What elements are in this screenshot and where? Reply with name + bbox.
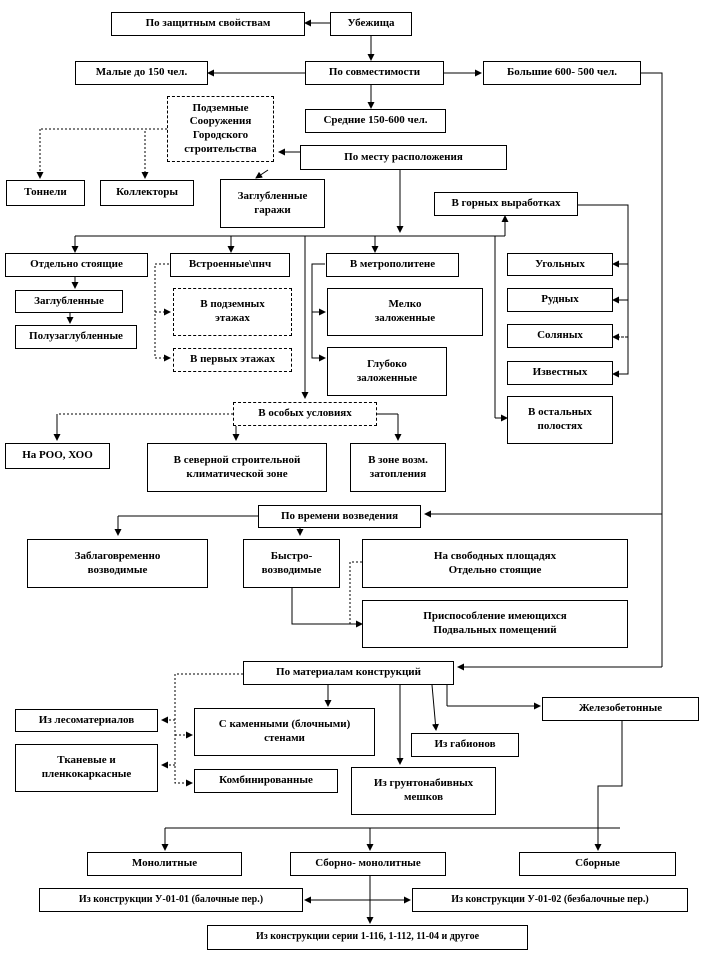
node-gabions: Из габионов (411, 733, 519, 757)
node-by-construction-time: По времени возведения (258, 505, 421, 528)
node-shelters: Убежища (330, 12, 412, 36)
node-deep: Глубоко заложенные (327, 347, 447, 396)
node-by-materials: По материалам конструкций (243, 661, 454, 685)
node-underground-floors: В подземных этажах (173, 288, 292, 336)
node-metro: В метрополитене (326, 253, 459, 277)
node-freestanding: Отдельно стоящие (5, 253, 148, 277)
node-fabric: Тканевые и пленкокаркасные (15, 744, 158, 792)
node-small: Малые до 150 чел. (75, 61, 208, 85)
node-tunnels: Тоннели (6, 180, 85, 206)
node-u-01-02: Из конструкции У-01-02 (безбалочные пер.… (412, 888, 688, 912)
node-northern-zone: В северной строительной климатической зо… (147, 443, 327, 492)
node-series: Из конструкции серии 1-116, 1-112, 11-04… (207, 925, 528, 950)
node-by-capacity: По совместимости (305, 61, 444, 85)
node-reinforced-concrete: Железобетонные (542, 697, 699, 721)
node-underground-structures: Подземные Сооружения Городского строител… (167, 96, 274, 162)
node-other-mines: В остальных полостях (507, 396, 613, 444)
node-free-areas: На свободных площадях Отдельно стоящие (362, 539, 628, 588)
node-quick: Быстро- возводимые (243, 539, 340, 588)
node-monolithic: Монолитные (87, 852, 242, 876)
node-shallow: Мелко заложенные (327, 288, 483, 336)
node-collectors: Коллекторы (100, 180, 194, 206)
node-u-01-01: Из конструкции У-01-01 (балочные пер.) (39, 888, 303, 912)
node-mines: В горных выработках (434, 192, 578, 216)
node-precast: Сборные (519, 852, 676, 876)
node-flood-zone: В зоне возм. затопления (350, 443, 446, 492)
node-by-protective-properties: По защитным свойствам (111, 12, 305, 36)
node-limestone: Известных (507, 361, 613, 385)
node-soil-bags: Из грунтонабивных мешков (351, 767, 496, 815)
node-lumber: Из лесоматериалов (15, 709, 158, 732)
node-medium: Средние 150-600 чел. (305, 109, 446, 133)
node-stone-walls: С каменными (блочными) стенами (194, 708, 375, 756)
node-ore: Рудных (507, 288, 613, 312)
node-buried: Заглубленные (15, 290, 123, 313)
node-by-location: По месту расположения (300, 145, 507, 170)
node-coal: Угольных (507, 253, 613, 276)
node-semi-buried: Полузаглубленные (15, 325, 137, 349)
node-first-floors: В первых этажах (173, 348, 292, 372)
node-builtin: Встроенные\пнч (170, 253, 290, 277)
node-large: Большие 600- 500 чел. (483, 61, 641, 85)
node-buried-garages: Заглубленные гаражи (220, 179, 325, 228)
node-precast-monolithic: Сборно- монолитные (290, 852, 446, 876)
node-roo-hoo: На РОО, ХОО (5, 443, 110, 469)
node-combined: Комбинированные (194, 769, 338, 793)
node-advance: Заблаговременно возводимые (27, 539, 208, 588)
node-salt: Соляных (507, 324, 613, 348)
node-adaptation: Приспособление имеющихся Подвальных поме… (362, 600, 628, 648)
node-special-conditions: В особых условиях (233, 402, 377, 426)
